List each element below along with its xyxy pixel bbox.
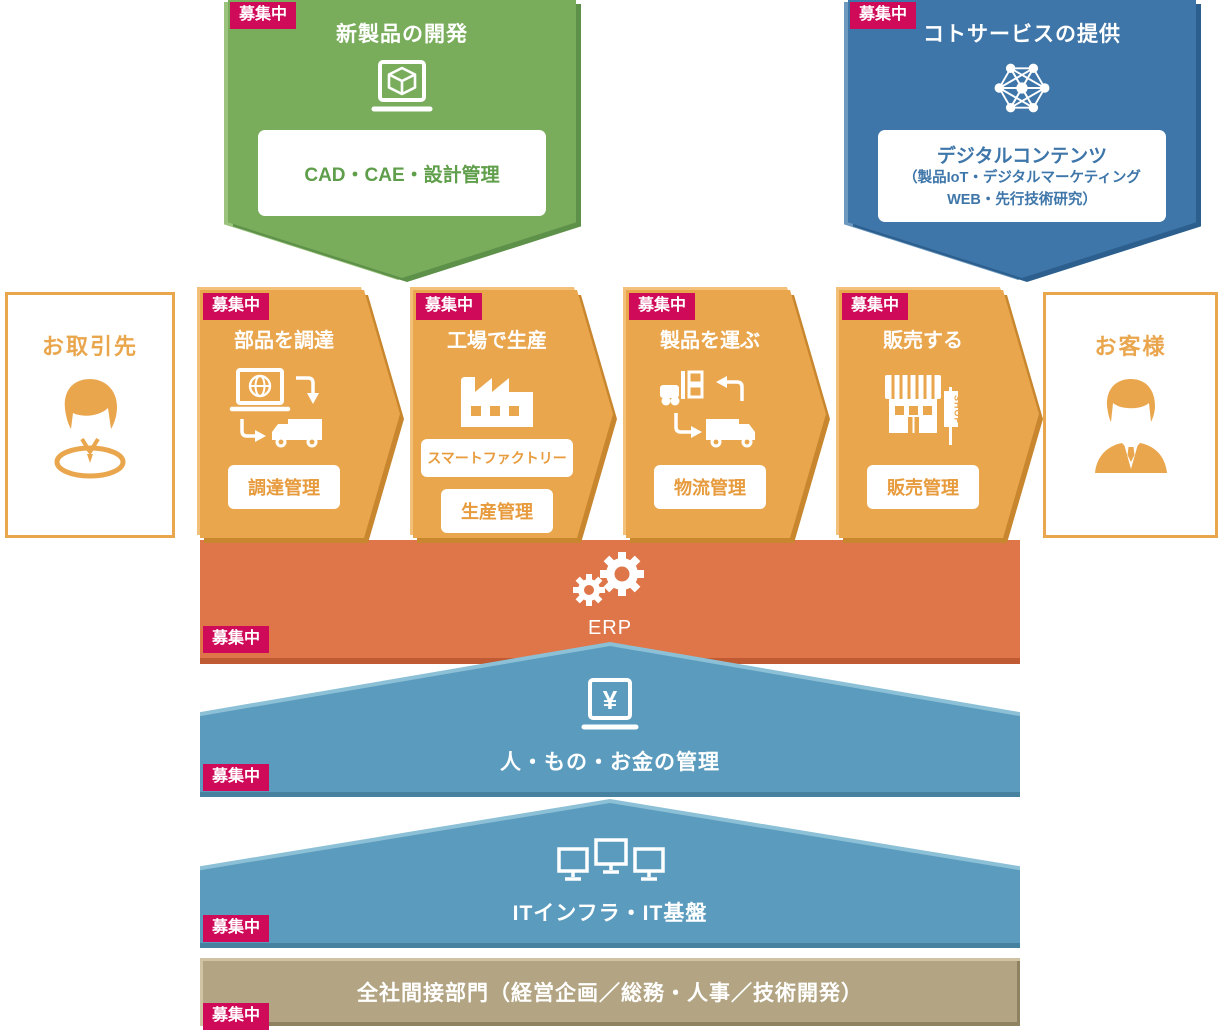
finance-layer: ¥ 人・もの・お金の管理 募集中 (200, 642, 1020, 797)
storefront-icon: SHOP (877, 361, 969, 465)
gears-icon (566, 548, 654, 615)
forklift-truck-icon (654, 361, 766, 465)
laptop-3d-cube-icon (365, 56, 439, 120)
recruiting-badge[interactable]: 募集中 (203, 293, 270, 320)
service-block: 募集中 コトサービスの提供 デジタルコン (844, 0, 1201, 282)
corporate-layer-label: 全社間接部門（経営企画／総務・人事／技術開発） (357, 982, 863, 1005)
step-title: 部品を調達 (234, 330, 334, 352)
recruiting-badge[interactable]: 募集中 (629, 293, 696, 320)
person-suit-icon (1083, 375, 1179, 484)
recruiting-badge[interactable]: 募集中 (203, 915, 270, 942)
laptop-globe-truck-icon (228, 361, 340, 465)
partner-box-label: お取引先 (41, 334, 138, 359)
chain-step-production: 募集中 工場で生産 スマートファクトリー 生産管理 (410, 287, 617, 543)
corporate-layer: 全社間接部門（経営企画／総務・人事／技術開発） 募集中 (200, 958, 1020, 1030)
service-block-tag-line3: WEB・先行技術研究） (947, 191, 1097, 208)
dev-block-tag-panel: CAD・CAE・設計管理 (258, 130, 546, 216)
person-casual-icon (42, 375, 138, 484)
recruiting-badge[interactable]: 募集中 (416, 293, 483, 320)
finance-layer-label: 人・もの・お金の管理 (500, 751, 720, 774)
partner-box: お取引先 (5, 292, 175, 538)
network-icon (987, 56, 1057, 120)
erp-label: ERP (587, 617, 633, 639)
factory-icon (454, 361, 540, 433)
it-layer: ITインフラ・IT基盤 募集中 (200, 799, 1020, 948)
recruiting-badge[interactable]: 募集中 (850, 2, 917, 29)
recruiting-badge[interactable]: 募集中 (230, 2, 297, 29)
customer-box: お客様 (1043, 292, 1218, 538)
chain-step-sales: 募集中 販売する (836, 287, 1043, 543)
chain-step-logistics: 募集中 製品を運ぶ (623, 287, 830, 543)
recruiting-badge[interactable]: 募集中 (842, 293, 909, 320)
step-title: 製品を運ぶ (660, 330, 760, 352)
step-title: 販売する (883, 330, 963, 352)
recruiting-badge[interactable]: 募集中 (203, 1003, 270, 1030)
service-block-tag-panel: デジタルコンテンツ （製品IoT・デジタルマーケティング WEB・先行技術研究） (878, 130, 1166, 222)
it-layer-label: ITインフラ・IT基盤 (512, 902, 708, 925)
customer-box-label: お客様 (1094, 334, 1167, 359)
recruiting-badge[interactable]: 募集中 (203, 764, 270, 791)
step-title: 工場で生産 (447, 330, 547, 352)
yen-symbol: ¥ (603, 685, 618, 715)
chain-step-procurement: 募集中 部品を調達 (197, 287, 404, 543)
service-block-tag-line1: デジタルコンテンツ (936, 146, 1108, 168)
service-block-title: コトサービスの提供 (923, 23, 1121, 46)
system-tag: 物流管理 (654, 465, 766, 509)
yen-laptop-icon: ¥ (574, 677, 646, 740)
system-tag: 販売管理 (867, 465, 979, 509)
dev-block: 募集中 新製品の開発 CAD・CAE・設計管理 (224, 0, 581, 282)
monitors-icon (551, 838, 669, 891)
dev-block-tag: CAD・CAE・設計管理 (304, 164, 500, 186)
system-tag: 調達管理 (228, 465, 340, 509)
shop-sign-text: SHOP (953, 395, 963, 425)
dev-block-title: 新製品の開発 (336, 23, 468, 46)
recruiting-badge[interactable]: 募集中 (203, 626, 270, 653)
system-tag: スマートファクトリー (421, 439, 573, 477)
system-tag: 生産管理 (441, 489, 553, 533)
service-block-tag-line2: （製品IoT・デジタルマーケティング (903, 170, 1141, 187)
